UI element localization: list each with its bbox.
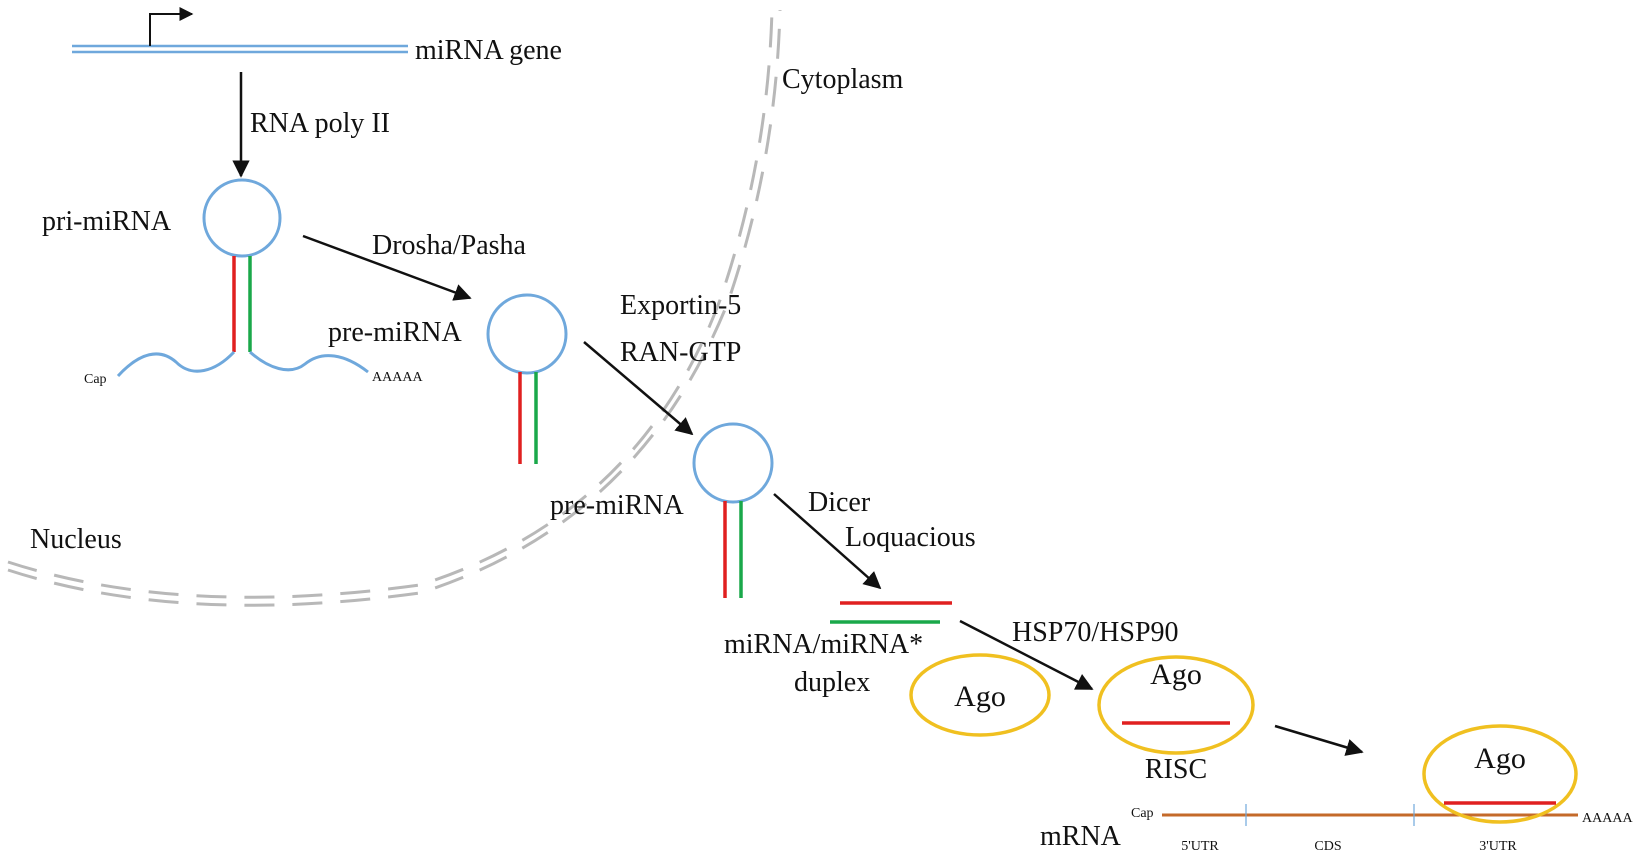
export-arrow xyxy=(583,341,694,436)
ago-bound-to-mrna xyxy=(1422,724,1578,824)
pre-mirna-label-2: pre-miRNA xyxy=(550,490,685,521)
ago-label-2: Ago xyxy=(1150,658,1202,691)
gene-label: miRNA gene xyxy=(415,35,562,66)
duplex-label-2: duplex xyxy=(794,667,870,698)
mrna-label: mRNA xyxy=(1040,821,1122,852)
hsp-label: HSP70/HSP90 xyxy=(1012,617,1179,648)
cds-label: CDS xyxy=(1314,839,1341,854)
duplex-label-1: miRNA/miRNA* xyxy=(724,629,923,660)
ago-label-1: Ago xyxy=(954,680,1006,713)
dicer-label: Dicer xyxy=(808,487,871,518)
mrna-polya-label: AAAAA xyxy=(1582,811,1633,826)
target-mrna xyxy=(1162,804,1578,826)
mrna-cap-label: Cap xyxy=(1131,806,1154,821)
loquacious-label: Loquacious xyxy=(845,522,976,553)
drosha-label: Drosha/Pasha xyxy=(372,230,527,261)
dicer-arrow xyxy=(773,493,882,590)
pri-cap-label: Cap xyxy=(84,372,107,387)
rna-pol-label: RNA poly II xyxy=(250,108,390,139)
rangtp-label: RAN-GTP xyxy=(620,337,741,368)
pre-mirna-cytoplasmic xyxy=(692,422,774,598)
pri-mirna-label: pri-miRNA xyxy=(42,206,172,237)
pre-mirna-label-1: pre-miRNA xyxy=(328,317,463,348)
risc-label: RISC xyxy=(1145,754,1207,785)
risc-complex xyxy=(1097,655,1255,755)
transcription-start-icon xyxy=(149,7,194,46)
hsp-arrow xyxy=(959,619,1094,691)
exportin-label: Exportin-5 xyxy=(620,290,741,321)
pre-mirna-nuclear xyxy=(486,293,568,464)
nucleus-label: Nucleus xyxy=(30,524,122,555)
utr5-label: 5'UTR xyxy=(1181,839,1219,854)
ago-protein-free xyxy=(909,653,1051,737)
targeting-arrow xyxy=(1274,724,1364,756)
mirna-duplex xyxy=(830,601,952,624)
mirna-gene xyxy=(72,7,408,54)
cytoplasm-label: Cytoplasm xyxy=(782,64,904,95)
nuclear-membrane xyxy=(7,9,782,607)
pri-polya-label: AAAAA xyxy=(372,370,423,385)
drosha-arrow xyxy=(302,234,472,301)
utr3-label: 3'UTR xyxy=(1479,839,1517,854)
pri-mirna-structure xyxy=(116,178,369,378)
ago-label-3: Ago xyxy=(1474,742,1526,775)
